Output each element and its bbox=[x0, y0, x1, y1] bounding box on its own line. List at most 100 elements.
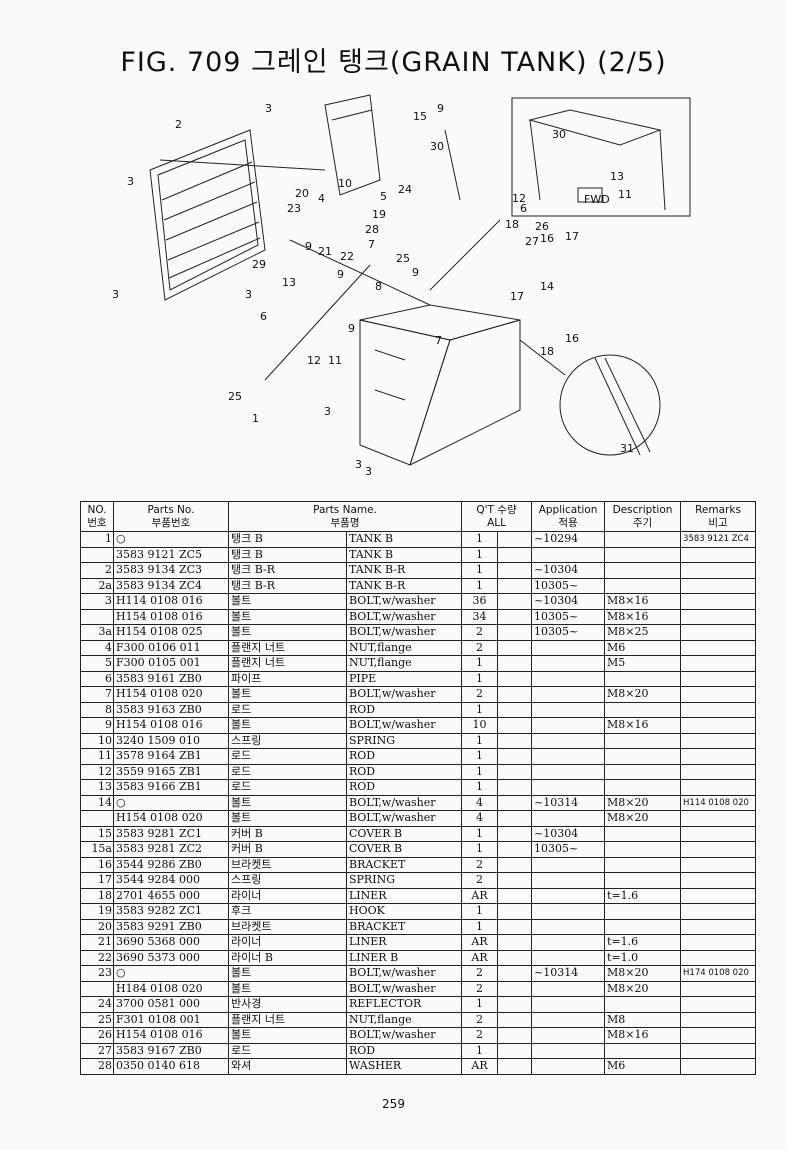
callout-label: 9 bbox=[337, 268, 344, 281]
application-cell bbox=[531, 717, 606, 734]
description-cell: M8×20 bbox=[604, 794, 682, 811]
parts-no-cell: ○ bbox=[113, 794, 229, 811]
application-cell bbox=[531, 996, 606, 1013]
english-name-cell: COVER B bbox=[345, 841, 463, 858]
no-cell bbox=[80, 608, 114, 625]
description-cell: M8×16 bbox=[604, 593, 682, 610]
callout-label: 11 bbox=[618, 188, 632, 201]
callout-label: 13 bbox=[282, 276, 296, 289]
parts-no-cell: 3700 0581 000 bbox=[113, 996, 229, 1013]
application-cell: 10305~ bbox=[531, 624, 606, 641]
panel-drawing bbox=[149, 129, 266, 301]
parts-no-cell: 3578 9164 ZB1 bbox=[113, 748, 229, 765]
qty-extra-cell bbox=[497, 903, 533, 920]
qty-cell: 2 bbox=[461, 980, 499, 997]
description-cell: t=1.6 bbox=[604, 887, 682, 904]
no-cell: 9 bbox=[80, 717, 114, 734]
remarks-cell bbox=[680, 856, 757, 873]
parts-no-cell: 3544 9284 000 bbox=[113, 872, 229, 889]
table-header-row: NO.번호 Parts No.부품번호 Parts Name.부품명 Q'T 수… bbox=[80, 501, 757, 532]
callout-label: 18 bbox=[505, 218, 519, 231]
qty-extra-cell bbox=[497, 794, 533, 811]
callout-label: 27 bbox=[525, 235, 539, 248]
qty-cell: 2 bbox=[461, 856, 499, 873]
callout-label: 18 bbox=[540, 345, 554, 358]
qty-cell: 1 bbox=[461, 996, 499, 1013]
qty-extra-cell bbox=[497, 918, 533, 935]
qty-cell: 2 bbox=[461, 686, 499, 703]
callout-label: 3 bbox=[245, 288, 252, 301]
english-name-cell: SPRING bbox=[345, 732, 463, 749]
qty-extra-cell bbox=[497, 825, 533, 842]
description-cell bbox=[604, 670, 682, 687]
description-cell bbox=[604, 903, 682, 920]
qty-extra-cell bbox=[497, 810, 533, 827]
parts-no-cell: 3583 9167 ZB0 bbox=[113, 1042, 229, 1059]
no-cell: 13 bbox=[80, 779, 114, 796]
callout-label: 9 bbox=[412, 266, 419, 279]
parts-no-cell: 3583 9163 ZB0 bbox=[113, 701, 229, 718]
korean-name-cell: 브라켓트 bbox=[228, 856, 347, 873]
parts-no-cell: 3583 9134 ZC4 bbox=[113, 577, 229, 594]
parts-no-cell: 3690 5368 000 bbox=[113, 934, 229, 951]
application-cell: ~10304 bbox=[531, 562, 606, 579]
english-name-cell: SPRING bbox=[345, 872, 463, 889]
callout-label: 21 bbox=[318, 245, 332, 258]
application-cell: ~10314 bbox=[531, 794, 606, 811]
no-cell: 15 bbox=[80, 825, 114, 842]
remarks-cell bbox=[680, 655, 757, 672]
qty-extra-cell bbox=[497, 965, 533, 982]
korean-name-cell: 로드 bbox=[228, 1042, 347, 1059]
korean-name-cell: 로드 bbox=[228, 763, 347, 780]
application-cell: ~10314 bbox=[531, 965, 606, 982]
parts-no-cell: 3583 9281 ZC2 bbox=[113, 841, 229, 858]
qty-cell: AR bbox=[461, 1058, 499, 1075]
description-cell bbox=[604, 856, 682, 873]
parts-no-cell: ○ bbox=[113, 531, 229, 548]
qty-extra-cell bbox=[497, 779, 533, 796]
qty-extra-cell bbox=[497, 686, 533, 703]
korean-name-cell: 라이너 bbox=[228, 934, 347, 951]
parts-no-cell: 0350 0140 618 bbox=[113, 1058, 229, 1075]
english-name-cell: BOLT,w/washer bbox=[345, 980, 463, 997]
callout-label: 19 bbox=[372, 208, 386, 221]
application-cell: ~10304 bbox=[531, 593, 606, 610]
korean-name-cell: 커버 B bbox=[228, 825, 347, 842]
qty-cell: 1 bbox=[461, 562, 499, 579]
qty-cell: 1 bbox=[461, 655, 499, 672]
qty-cell: AR bbox=[461, 887, 499, 904]
remarks-cell bbox=[680, 1042, 757, 1059]
qty-cell: 1 bbox=[461, 546, 499, 563]
parts-no-cell: F301 0108 001 bbox=[113, 1011, 229, 1028]
remarks-cell bbox=[680, 980, 757, 997]
remarks-cell bbox=[680, 577, 757, 594]
remarks-cell bbox=[680, 887, 757, 904]
callout-label: 7 bbox=[368, 238, 375, 251]
parts-no-cell: H184 0108 020 bbox=[113, 980, 229, 997]
description-cell: M6 bbox=[604, 1058, 682, 1075]
remarks-cell bbox=[680, 562, 757, 579]
qty-extra-cell bbox=[497, 531, 533, 548]
description-cell bbox=[604, 763, 682, 780]
description-cell bbox=[604, 531, 682, 548]
description-cell bbox=[604, 701, 682, 718]
description-cell: M8×20 bbox=[604, 810, 682, 827]
description-cell: t=1.6 bbox=[604, 934, 682, 951]
english-name-cell: TANK B bbox=[345, 531, 463, 548]
callout-label: 10 bbox=[338, 177, 352, 190]
description-cell: M6 bbox=[604, 639, 682, 656]
no-cell bbox=[80, 546, 114, 563]
qty-extra-cell bbox=[497, 1027, 533, 1044]
